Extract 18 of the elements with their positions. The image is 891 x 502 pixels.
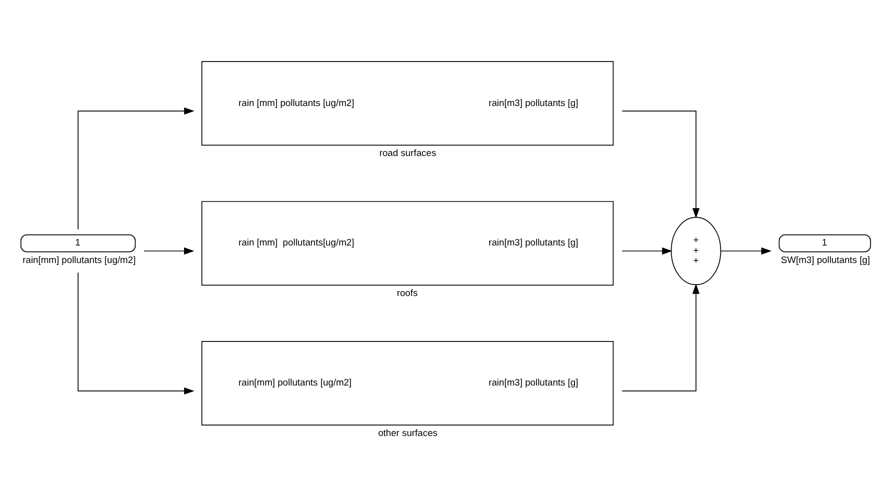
arrow [78,272,194,395]
node-box: rain [mm] pollutants [ug/m2] rain[m3] pollutants [g] [201,61,614,146]
arrow [720,247,772,255]
node-label: road surfaces [379,148,436,158]
arrow [144,247,194,255]
arrow [622,247,672,255]
node-box: 1 [778,234,871,252]
arrow [622,284,700,392]
node-label: SW[m3] pollutants [g] [780,254,870,265]
node-box: rain [mm] pollutants[ug/m2] rain[m3] pollutants [g] [201,201,614,286]
arrow [622,110,700,218]
node-box: 1 [20,234,136,252]
node-label: rain[mm] pollutants [ug/m2] [22,254,136,265]
arrow [78,107,194,230]
node-ellipse: + + + [670,216,722,286]
node-label: roofs [396,288,418,298]
node-label: other surfaces [378,428,438,438]
node-box: rain[mm] pollutants [ug/m2] rain[m3] pollutants [g] [201,341,614,426]
